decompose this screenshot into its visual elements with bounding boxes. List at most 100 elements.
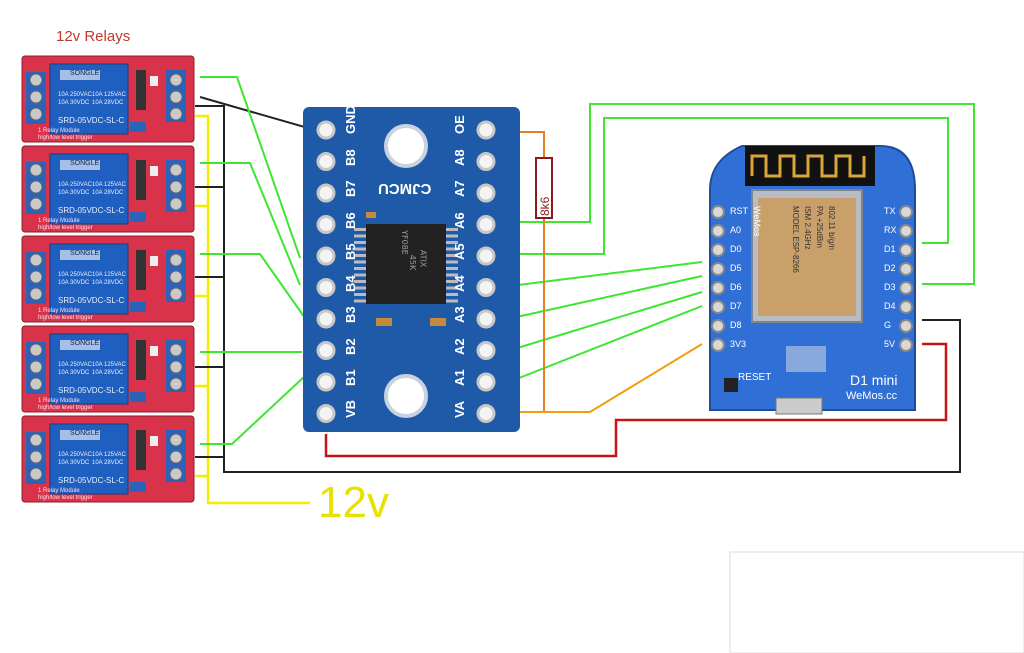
d1-pin-label: D2 — [884, 263, 896, 273]
usb-port — [775, 397, 823, 415]
relay-rating-label: 10A 28VDC — [92, 370, 124, 376]
screw-icon — [29, 287, 43, 301]
relay-module — [21, 415, 195, 503]
pin-hole-left — [316, 372, 336, 392]
wire-signal — [200, 375, 306, 445]
screw-icon — [169, 73, 183, 87]
level-shifter-pin-label: A8 — [452, 148, 467, 166]
pin-hole-left — [316, 404, 336, 423]
relay-brand-label: SONGLE — [70, 250, 100, 257]
relay-stack — [21, 55, 195, 503]
relay-model-label: SRD-05VDC-SL-C — [58, 296, 125, 305]
screw-icon — [169, 253, 183, 267]
d1-pin-right — [899, 224, 913, 238]
mounting-hole — [384, 124, 428, 168]
screw-icon — [169, 197, 183, 211]
screw-icon — [29, 450, 43, 464]
relay-rating-label: 10A 250VAC — [58, 452, 92, 458]
level-shifter-pin-label: VA — [452, 400, 467, 418]
screw-icon — [29, 433, 43, 447]
screw-icon — [169, 360, 183, 374]
level-shifter-pin-label: B6 — [343, 211, 358, 229]
wire-signal — [513, 305, 703, 381]
relay-rating-label: 10A 250VAC — [58, 92, 92, 98]
relay-rating-label: 10A 250VAC — [58, 362, 92, 368]
reset-button — [724, 378, 738, 392]
d1-pin-left — [711, 243, 725, 257]
pin-hole-left — [316, 309, 336, 329]
screw-icon — [169, 107, 183, 121]
level-shifter-brand: CJMCU — [378, 180, 432, 197]
relay-rating-label: 10A 28VDC — [92, 100, 124, 106]
d1-pin-left — [711, 338, 725, 352]
relay-rating-label: 10A 125VAC — [92, 92, 126, 98]
d1-pin-left — [711, 281, 725, 295]
relay-model-label: SRD-05VDC-SL-C — [58, 386, 125, 395]
d1-pin-label: 5V — [884, 339, 896, 349]
d1-pin-left — [711, 262, 725, 276]
relay-rating-label: 10A 30VDC — [58, 280, 90, 286]
esp-text-5: 802.11 b/g/n — [827, 206, 836, 250]
pin-hole-right — [476, 372, 496, 392]
level-shifter-pin-label: A7 — [452, 180, 467, 197]
pin-hole-right — [476, 183, 496, 203]
level-shifter-pin-label: GND — [343, 105, 358, 134]
level-shifter-pin-label: A4 — [452, 274, 467, 292]
d1-pin-right — [899, 205, 913, 219]
screw-icon — [169, 433, 183, 447]
wire-signal — [200, 253, 306, 319]
level-shifter-pin-label: B1 — [343, 369, 358, 386]
relay-rating-label: 10A 125VAC — [92, 182, 126, 188]
esp-text-2: MODEL ESP-8266 — [791, 206, 800, 273]
pin-hole-right — [476, 341, 496, 360]
relay-model-label: SRD-05VDC-SL-C — [58, 476, 125, 485]
d1-pin-label: D5 — [730, 263, 742, 273]
d1-pin-right — [899, 338, 913, 352]
level-shifter-pin-label: B8 — [343, 148, 358, 166]
supply-voltage-label: 12v — [318, 478, 389, 527]
relay-module — [21, 325, 195, 413]
pin-hole-left — [316, 246, 336, 266]
relay-rating-label: 10A 125VAC — [92, 272, 126, 278]
screw-icon — [29, 163, 43, 177]
relay-rating-label: 10A 28VDC — [92, 460, 124, 466]
level-shifter-board — [303, 107, 520, 432]
level-shifter-pin-label: OE — [452, 115, 467, 134]
relay-board-label: 1 Relay Module — [38, 308, 80, 314]
relay-brand-label: SONGLE — [70, 430, 100, 437]
mounting-hole — [384, 374, 428, 418]
esp-text-1: WeMos — [752, 206, 762, 237]
screw-icon — [29, 360, 43, 374]
wire-signal — [513, 291, 703, 350]
screw-icon — [169, 377, 183, 391]
level-shifter-pin-label: B3 — [343, 306, 358, 323]
reset-label: RESET — [738, 372, 772, 383]
d1-pin-label: D6 — [730, 282, 742, 292]
relay-board-label: 1 Relay Module — [38, 398, 80, 404]
resistor-8k6 — [535, 157, 553, 219]
screw-icon — [29, 180, 43, 194]
d1-pin-label: A0 — [730, 225, 742, 235]
pin-hole-left — [316, 152, 336, 171]
pin-hole-left — [316, 278, 336, 297]
screw-icon — [29, 343, 43, 357]
d1-pin-right — [899, 243, 913, 257]
relay-board-label: 1 Relay Module — [38, 128, 80, 134]
relay-rating-label: 10A 30VDC — [58, 100, 90, 106]
relay-rating-label: 10A 30VDC — [58, 460, 90, 466]
relays-title: 12v Relays — [56, 28, 131, 45]
esp-text-3: ISM 2.4GHz — [803, 206, 812, 250]
wire-signal — [510, 117, 949, 255]
wires — [195, 76, 975, 505]
screw-icon — [169, 343, 183, 357]
d1-mini-board — [709, 145, 916, 415]
pin-hole-right — [476, 246, 496, 266]
level-shifter-pin-label: A3 — [452, 306, 467, 323]
level-shifter-chip — [366, 224, 446, 304]
level-shifter-pin-label: A5 — [452, 243, 467, 260]
level-shifter-pin-label: B5 — [343, 243, 358, 260]
chip-marking-2: 45K — [408, 254, 418, 271]
screw-icon — [169, 163, 183, 177]
d1-pin-left — [711, 224, 725, 238]
level-shifter-pin-label: B7 — [343, 180, 358, 197]
